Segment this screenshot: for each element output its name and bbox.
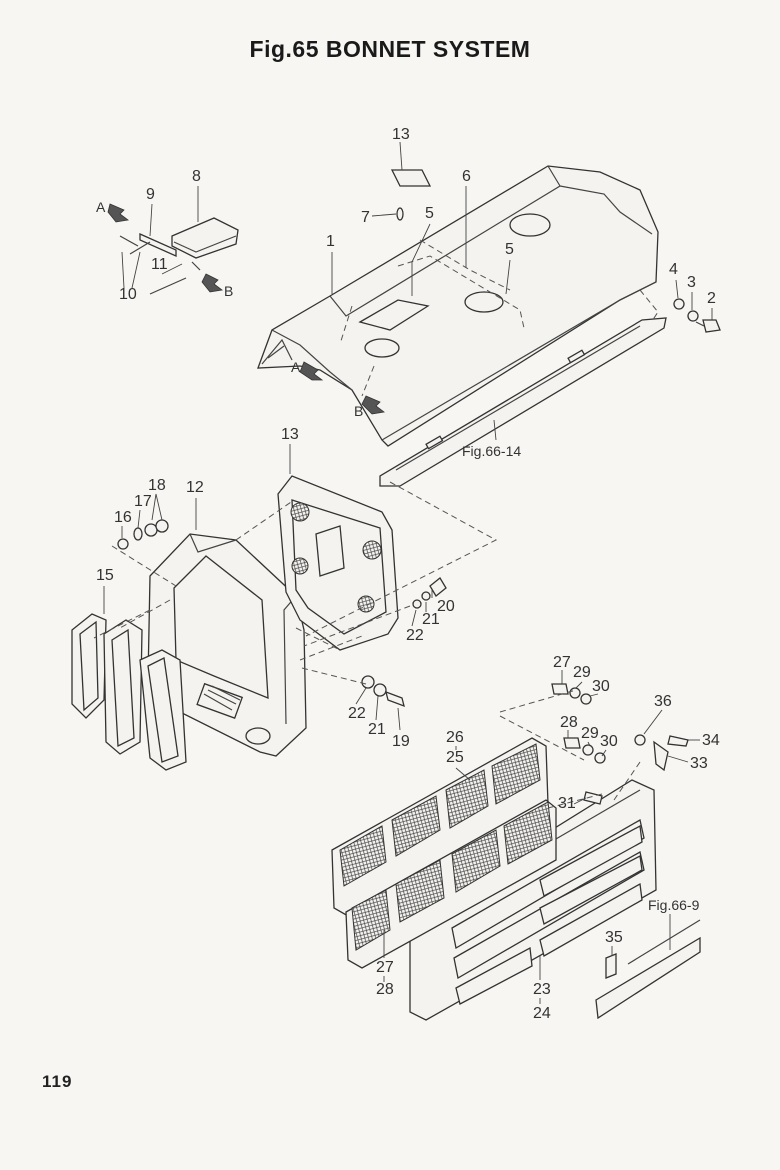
side-rail — [379, 317, 667, 487]
direction-mark-b-bonnet: B — [354, 403, 363, 419]
clip — [396, 207, 404, 221]
mesh-screens — [331, 737, 557, 969]
part-label-26: 26 — [446, 729, 464, 746]
bonnet-bolts — [673, 298, 721, 333]
construction-lines — [93, 481, 641, 809]
part-label-23: 23 — [533, 981, 551, 998]
part-label-12: 12 — [186, 479, 204, 496]
part-label-11: 11 — [151, 256, 168, 273]
part-label-4: 4 — [669, 261, 678, 278]
part-label-17: 17 — [134, 493, 152, 510]
fasteners-right — [551, 683, 701, 1020]
part-label-5a: 5 — [425, 205, 434, 222]
direction-mark-b-top: B — [224, 283, 233, 299]
direction-mark-a-top: A — [96, 199, 106, 215]
page-number: 119 — [42, 1072, 73, 1091]
side-mesh-panel — [277, 475, 399, 651]
part-label-31b: 30 — [600, 733, 618, 750]
part-label-18: 18 — [148, 477, 166, 494]
part-label-13: 13 — [281, 426, 299, 443]
part-label-33: 33 — [690, 755, 708, 772]
part-label-36: 36 — [654, 693, 672, 710]
part-label-34: 34 — [702, 732, 720, 749]
fasteners-left — [117, 519, 447, 708]
part-label-25: 25 — [446, 749, 464, 766]
grille-frame — [147, 533, 307, 757]
part-label-3: 3 — [687, 274, 696, 291]
part-label-22b: 22 — [348, 705, 366, 722]
part-label-21a: 21 — [422, 611, 440, 628]
part-label-19: 19 — [392, 733, 410, 750]
part-label-6: 6 — [462, 168, 471, 185]
ref-fig-66-14: Fig.66-14 — [462, 443, 521, 459]
bonnet-panel — [257, 165, 659, 447]
part-label-30b: 29 — [581, 725, 599, 742]
part-labels: 13 6 8 9 7 5 1 5 11 4 3 2 10 13 18 12 17… — [96, 126, 720, 1022]
front-grille — [71, 613, 187, 771]
part-label-28: 28 — [376, 981, 394, 998]
ref-fig-66-9: Fig.66-9 — [648, 897, 700, 913]
part-label-2: 2 — [707, 290, 716, 307]
part-label-7: 7 — [361, 209, 370, 226]
part-label-10: 10 — [119, 286, 137, 303]
leader-lines — [103, 141, 713, 1004]
part-label-32: 31 — [558, 795, 576, 812]
part-label-5b: 5 — [505, 241, 514, 258]
part-label-30a: 29 — [573, 664, 591, 681]
part-label-29a: 27 — [553, 654, 571, 671]
part-label-35: 35 — [605, 929, 623, 946]
rubber-strip — [390, 169, 432, 187]
direction-mark-a-bonnet: A — [291, 359, 301, 375]
part-label-29b: 28 — [560, 714, 578, 731]
part-label-31a: 30 — [592, 678, 610, 695]
cover-plate-assembly — [107, 203, 239, 295]
part-label-1: 1 — [326, 233, 335, 250]
part-label-16: 16 — [114, 509, 132, 526]
part-label-22a: 22 — [406, 627, 424, 644]
part-label-15: 15 — [96, 567, 114, 584]
part-label-8: 8 — [192, 168, 201, 185]
part-label-20: 20 — [437, 598, 455, 615]
part-label-14: 13 — [392, 126, 410, 143]
part-label-27: 27 — [376, 959, 394, 976]
part-label-21b: 21 — [368, 721, 386, 738]
part-label-24: 24 — [533, 1005, 551, 1022]
page-title: Fig.65 BONNET SYSTEM — [249, 36, 531, 62]
lower-grille — [409, 779, 657, 1021]
part-label-9: 9 — [146, 186, 155, 203]
